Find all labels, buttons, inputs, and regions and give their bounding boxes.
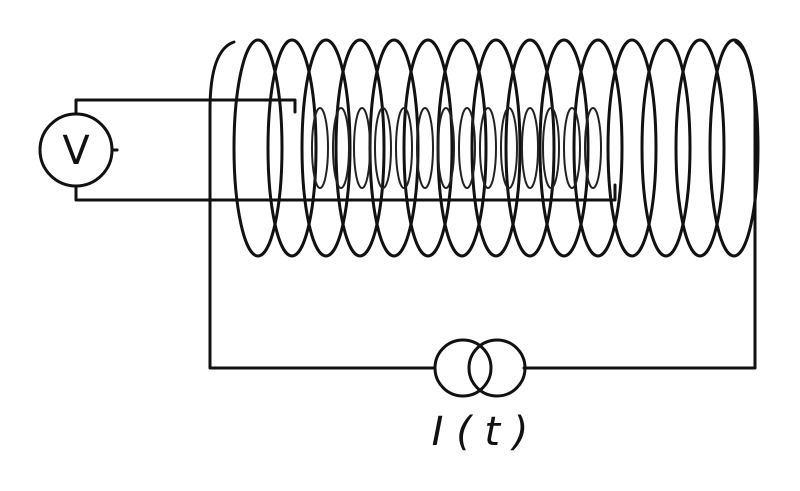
voltmeter-circle <box>38 112 114 188</box>
inner-coil-turn <box>584 107 602 189</box>
outer-coil-turn <box>538 38 590 258</box>
current-source-circle-right <box>467 338 527 398</box>
inner-coil-turn <box>311 107 329 189</box>
secondary-wire-bottom <box>74 148 617 202</box>
voltmeter-label: V <box>62 128 90 174</box>
inner-coil-turn <box>500 107 518 189</box>
outer-coil-turn <box>334 38 386 258</box>
outer-coil-turn <box>606 38 658 258</box>
inner-coil-turn <box>437 107 455 189</box>
current-source <box>433 338 527 398</box>
inner-coil-turn <box>479 107 497 189</box>
outer-coil-turn <box>470 38 522 258</box>
inner-coil-turn <box>542 107 560 189</box>
outer-coil-turn <box>572 38 624 258</box>
inner-coil-turn <box>458 107 476 189</box>
outer-coil-turn <box>640 38 692 258</box>
inner-coil-turn <box>353 107 371 189</box>
inner-coil-turn <box>395 107 413 189</box>
inner-coil-turn <box>374 107 392 189</box>
current-source-circle-left <box>433 338 493 398</box>
inner-coil-turn <box>332 107 350 189</box>
voltmeter: V <box>38 112 114 188</box>
inner-coil-turn <box>563 107 581 189</box>
primary-wire-left <box>208 40 438 370</box>
inner-coil-turn <box>416 107 434 189</box>
outer-coil-turn <box>402 38 454 258</box>
outer-coil-turn <box>708 38 760 258</box>
outer-coil-turn <box>232 38 284 258</box>
current-source-label: I ( t ) <box>432 409 529 455</box>
outer-coil-turn <box>674 38 726 258</box>
outer-coil-turn <box>266 38 318 258</box>
outer-coil-turn <box>504 38 556 258</box>
inner-pickup-coil <box>311 107 602 189</box>
inner-coil-turn <box>521 107 539 189</box>
